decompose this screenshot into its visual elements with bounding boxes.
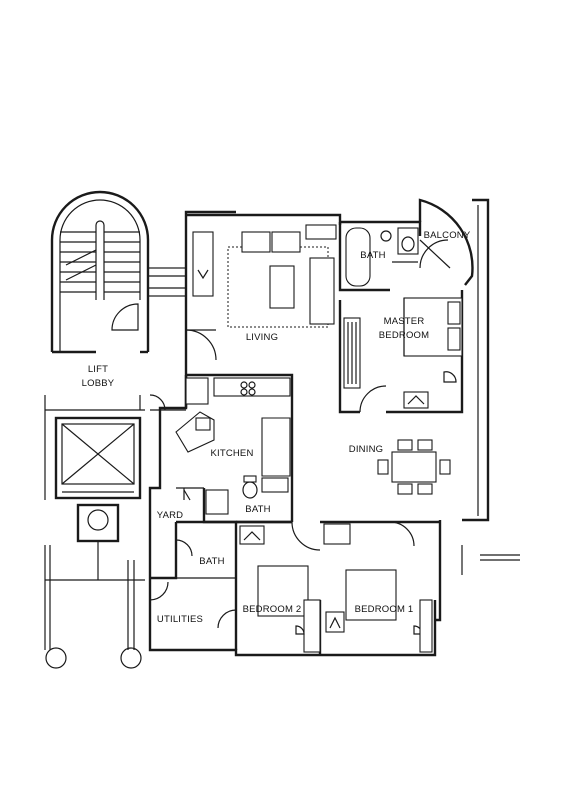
kitchen-bath bbox=[202, 475, 292, 524]
staircase bbox=[50, 190, 150, 354]
label-bedroom-1: BEDROOM 1 bbox=[355, 604, 414, 615]
label-master-bedroom: BEDROOM bbox=[379, 330, 430, 341]
master-bedroom bbox=[338, 290, 464, 414]
label-utilities: UTILITIES bbox=[157, 614, 203, 625]
dining-area bbox=[377, 439, 451, 495]
label-lobby: LOBBY bbox=[82, 378, 115, 389]
living-room bbox=[185, 224, 337, 361]
corridor-link bbox=[147, 267, 187, 297]
label-master-bath: BATH bbox=[360, 250, 385, 261]
label-yard: YARD bbox=[157, 510, 184, 521]
label-yard-bath: BATH bbox=[199, 556, 224, 567]
lift-lobby bbox=[44, 395, 145, 669]
label-kitchen: KITCHEN bbox=[210, 448, 253, 459]
label-bedroom-2: BEDROOM 2 bbox=[243, 604, 302, 615]
label-dining: DINING bbox=[349, 444, 383, 455]
label-living: LIVING bbox=[246, 332, 278, 343]
bedrooms bbox=[234, 520, 440, 655]
label-kitchen-bath: BATH bbox=[245, 504, 270, 515]
label-balcony: BALCONY bbox=[424, 230, 471, 241]
unit-outline bbox=[148, 198, 490, 657]
label-master: MASTER bbox=[384, 316, 425, 327]
label-lift: LIFT bbox=[88, 364, 108, 375]
master-bath bbox=[338, 220, 451, 292]
window-marks bbox=[461, 545, 520, 575]
service-zone bbox=[149, 520, 265, 629]
kitchen bbox=[149, 373, 294, 522]
